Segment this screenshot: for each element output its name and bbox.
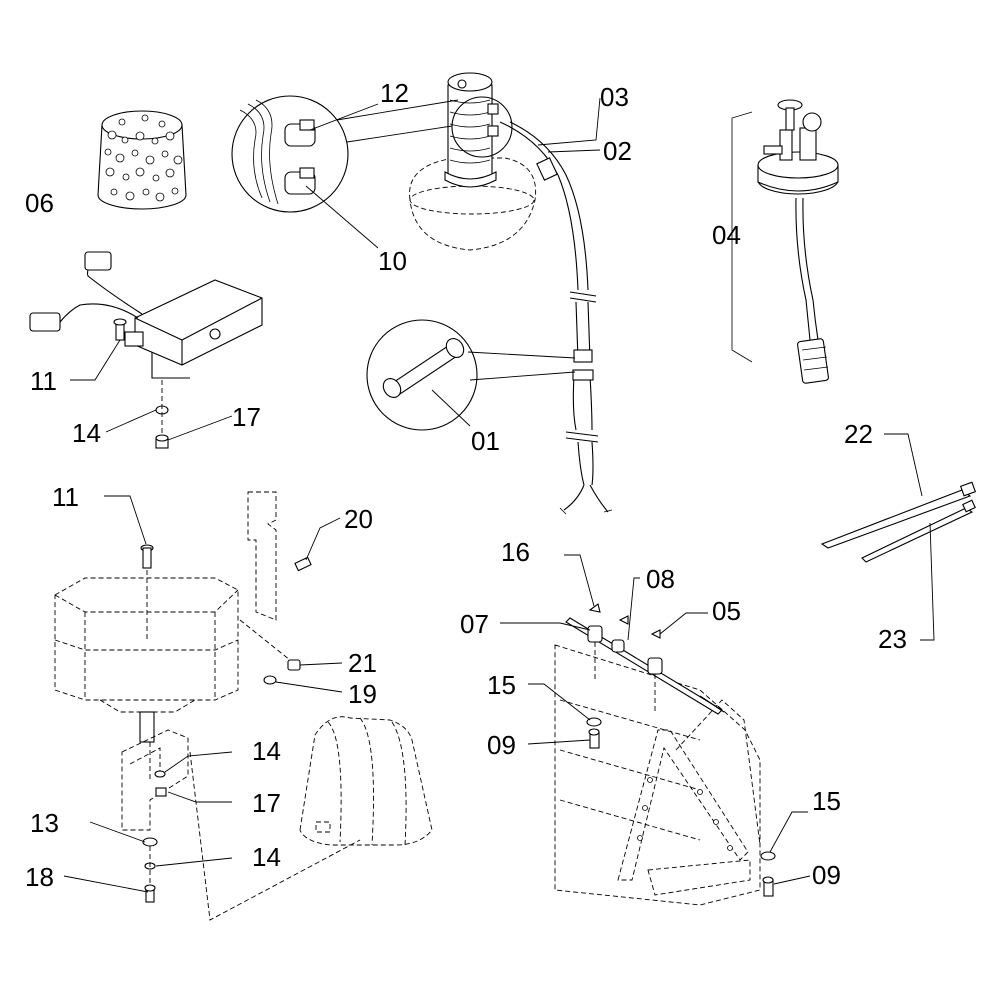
callout-12: 12: [380, 78, 409, 108]
callout-10: 10: [378, 246, 407, 276]
callout-02: 02: [603, 136, 632, 166]
callout-06: 06: [25, 188, 54, 218]
callout-17-lower: 17: [252, 788, 281, 818]
upper-leaders: [537, 97, 601, 153]
lamp-assembly: [409, 72, 613, 515]
callout-22: 22: [844, 419, 873, 449]
callout-01: 01: [471, 426, 500, 456]
callout-17-upper: 17: [232, 402, 261, 432]
callout-20: 20: [344, 504, 373, 534]
part-frame-assembly: [500, 554, 811, 906]
callout-23: 23: [878, 624, 907, 654]
callout-14-upper: 14: [72, 418, 101, 448]
callout-15-left: 15: [487, 670, 516, 700]
callout-09-left: 09: [487, 730, 516, 760]
callout-15-right: 15: [812, 786, 841, 816]
callout-05: 05: [712, 596, 741, 626]
callout-13: 13: [30, 808, 59, 838]
callout-19: 19: [348, 679, 377, 709]
callout-18: 18: [25, 862, 54, 892]
callout-21: 21: [348, 648, 377, 678]
callout-14-lower: 14: [252, 842, 281, 872]
callout-16: 16: [501, 537, 530, 567]
callout-14-middle: 14: [252, 736, 281, 766]
callout-08: 08: [646, 564, 675, 594]
dashed-cover: [299, 716, 433, 846]
detail-connectors: [231, 95, 459, 249]
part-04-cap-assembly: [731, 99, 839, 384]
callout-07: 07: [460, 609, 489, 639]
part-22-23-cable-ties: [820, 433, 977, 641]
part-housing-assembly: [54, 491, 361, 921]
callout-04: 04: [712, 220, 741, 250]
callout-11-upper: 11: [30, 366, 57, 396]
part-06-filter-sponge: [97, 110, 187, 210]
part-11-control-module: [29, 251, 263, 449]
part-01-pin-detail: [366, 319, 576, 431]
callout-labels: 01 02 03 04 05 06 07 08 09 09 10 11 11 1…: [25, 78, 907, 892]
callout-11-lower: 11: [52, 482, 79, 512]
callout-09-right: 09: [812, 860, 841, 890]
callout-03: 03: [600, 82, 629, 112]
